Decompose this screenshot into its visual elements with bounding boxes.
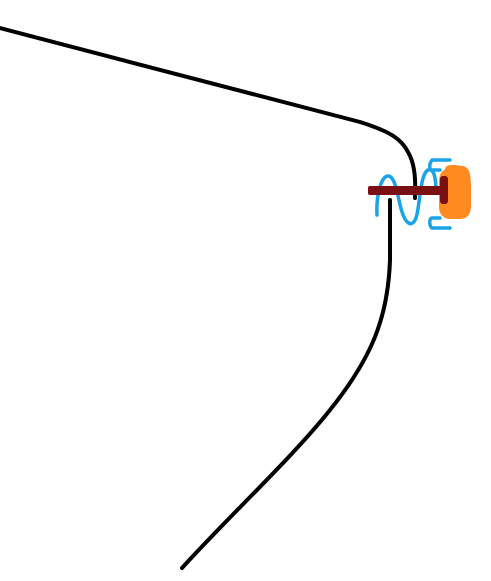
coil-spring bbox=[375, 168, 438, 226]
rod bbox=[368, 176, 448, 204]
rod-end-cap bbox=[440, 176, 448, 204]
curved-outline bbox=[0, 26, 418, 570]
spring-bracket bbox=[428, 158, 452, 230]
rod-bar bbox=[368, 186, 446, 195]
